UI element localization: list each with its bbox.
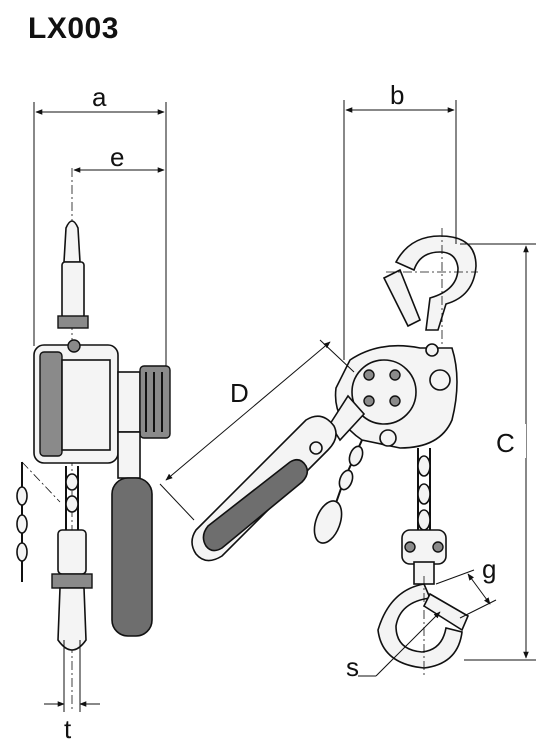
front-bottom-hook [377, 583, 463, 669]
dimension-t: t [44, 640, 100, 744]
side-bottom-hook [57, 587, 87, 651]
side-handle-neck [117, 431, 141, 479]
side-bottom-bolt [51, 573, 93, 589]
side-pivot [67, 339, 81, 353]
side-top-bolt [57, 315, 89, 329]
dimension-C: C [460, 243, 536, 661]
dimension-D: D [159, 339, 355, 521]
label-t: t [64, 714, 72, 744]
label-C: C [496, 428, 515, 458]
model-title: LX003 [28, 12, 119, 45]
side-body-inner [61, 359, 111, 451]
side-view [16, 168, 171, 712]
front-view [191, 228, 478, 676]
label-b: b [390, 80, 404, 110]
front-top-latch [382, 268, 422, 328]
dimension-a: a [33, 82, 167, 366]
side-body-cover [39, 351, 63, 457]
dimension-e: e [73, 142, 165, 173]
label-D: D [230, 378, 249, 408]
side-hub [117, 371, 141, 433]
dimension-g: g [435, 554, 496, 619]
side-top-hook-block [61, 261, 85, 319]
label-g: g [482, 554, 496, 584]
side-top-hook [63, 220, 81, 263]
side-handle-grip [111, 477, 153, 637]
dimension-b: b [343, 80, 457, 360]
label-a: a [92, 82, 107, 112]
front-bottom-latch [422, 592, 470, 632]
side-load-chain [65, 466, 79, 530]
label-s: s [346, 652, 359, 682]
label-e: e [110, 142, 124, 172]
front-top-hook [394, 235, 477, 331]
side-bottom-block [57, 529, 87, 575]
dimension-s: s [346, 611, 441, 682]
